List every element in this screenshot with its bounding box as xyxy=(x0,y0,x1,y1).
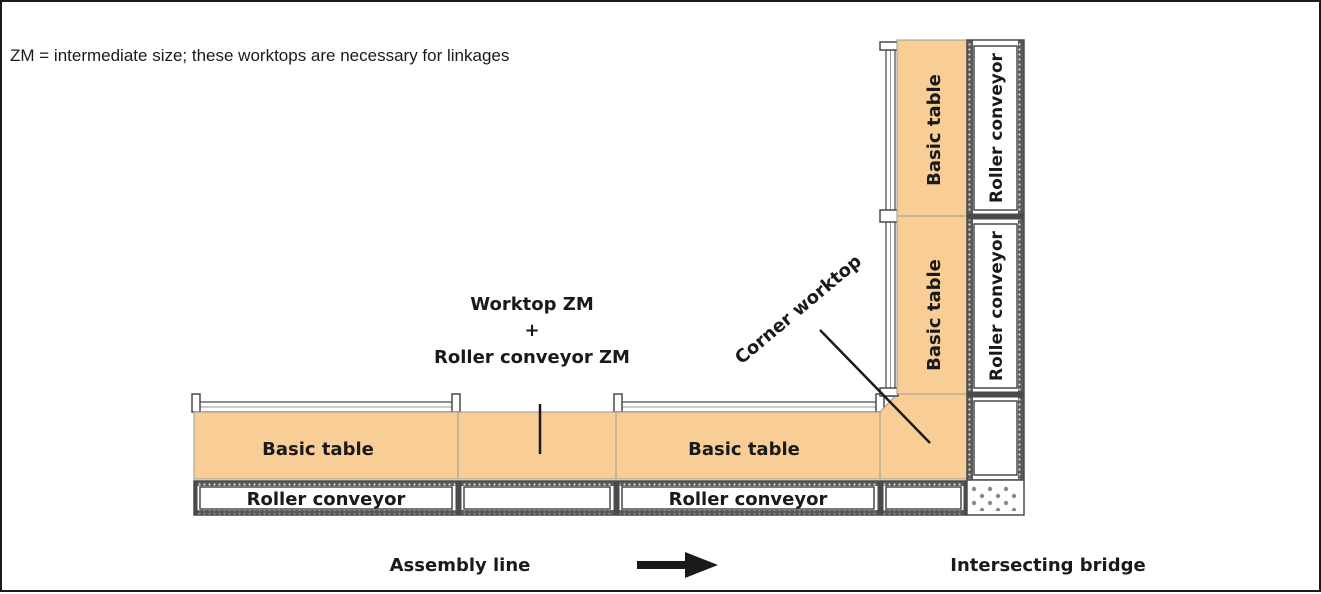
worktop-zm-label: Worktop ZM xyxy=(470,294,594,315)
roller-conveyor-bridge-lead xyxy=(973,400,1018,476)
roller-conveyor-1 xyxy=(199,486,453,510)
basic-table-4 xyxy=(896,215,968,395)
corner-worktop-leader xyxy=(819,329,931,444)
worktop-zm xyxy=(457,411,617,480)
roller-conveyor-3 xyxy=(973,45,1018,211)
roller-conveyor-4 xyxy=(973,223,1018,389)
roller-conveyor-corner xyxy=(885,486,962,510)
assembly-line-label: Assembly line xyxy=(390,555,531,576)
corner-worktop-label: Corner worktop xyxy=(731,251,866,369)
roller-conveyor-3-label: Roller conveyor xyxy=(987,52,1007,202)
horizontal-roller-conveyors: Roller conveyor Roller conveyor xyxy=(193,480,968,516)
intermediate-size-note: ZM = intermediate size; these worktops a… xyxy=(10,46,510,65)
roller-conveyor-zm xyxy=(463,486,611,510)
basic-table-3 xyxy=(896,39,968,217)
vertical-worktops: Basic table Basic table xyxy=(879,39,968,397)
roller-conveyor-2-label: Roller conveyor xyxy=(669,489,828,510)
intersecting-bridge-label: Intersecting bridge xyxy=(950,555,1145,576)
roller-conveyor-4-label: Roller conveyor xyxy=(987,230,1007,380)
basic-table-2 xyxy=(615,411,881,480)
roller-conveyor-2 xyxy=(621,486,875,510)
worktop-zm-plus: + xyxy=(524,320,539,341)
vertical-roller-conveyors: Roller conveyor Roller conveyor xyxy=(966,39,1025,481)
intersecting-bridge xyxy=(966,479,1025,516)
horizontal-worktops: Basic table Basic table xyxy=(191,393,968,480)
basic-table-4-label: Basic table xyxy=(924,259,945,371)
arrow-right-icon xyxy=(637,552,718,578)
basic-table-1 xyxy=(193,411,459,480)
roller-conveyor-zm-label: Roller conveyor ZM xyxy=(434,347,630,368)
basic-table-1-label: Basic table xyxy=(262,439,374,460)
roller-conveyor-1-label: Roller conveyor xyxy=(247,489,406,510)
basic-table-3-label: Basic table xyxy=(924,74,945,186)
basic-table-2-label: Basic table xyxy=(688,439,800,460)
